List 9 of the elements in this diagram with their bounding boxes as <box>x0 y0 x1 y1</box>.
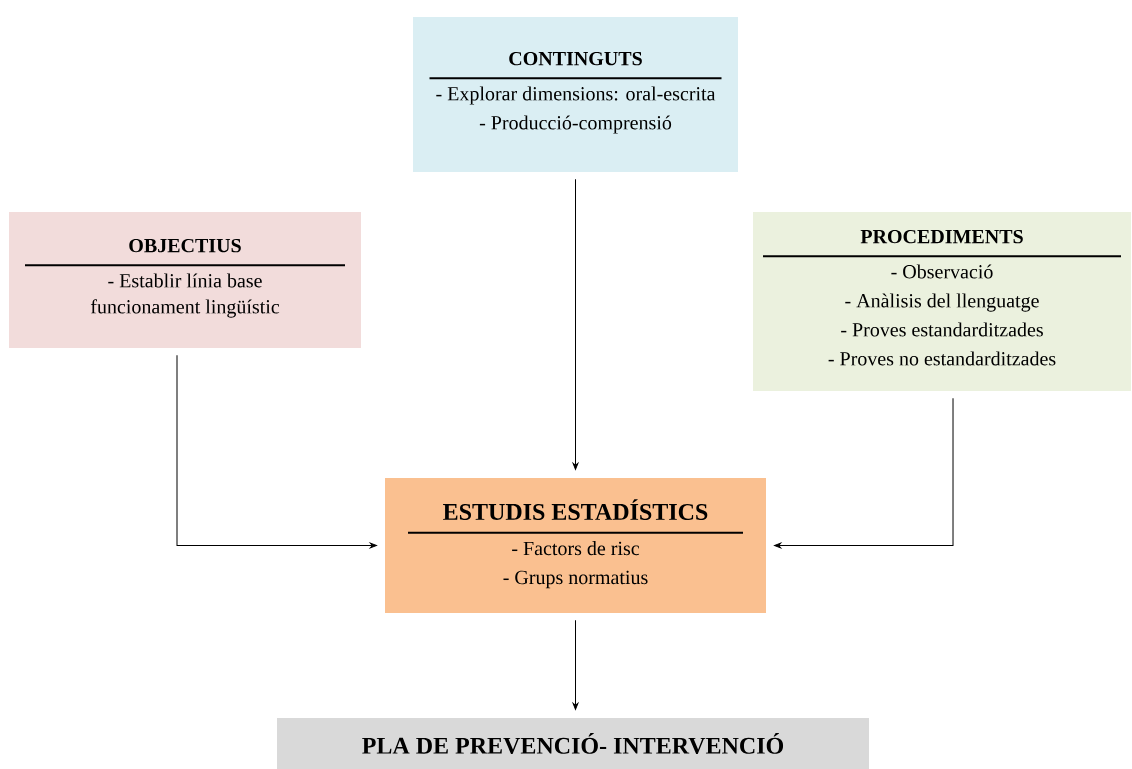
statistics-box: ESTUDIS ESTADÍSTICS - Factors de risc - Grups normatius <box>385 478 766 613</box>
plan-box: PLA DE PREVENCIÓ- INTERVENCIÓ <box>277 718 869 769</box>
arrow <box>572 178 579 470</box>
arrow <box>774 397 954 549</box>
arrow <box>572 619 579 710</box>
procedure-box: PROCEDIMENTS - Observació - Anàlisis del llenguatge - Proves estandarditzades - Proves no estandarditzades <box>753 212 1131 391</box>
objective-box: OBJECTIUS - Establir línia base funcionament lingüístic <box>9 212 361 348</box>
arrow <box>176 354 377 549</box>
content-box: CONTINGUTS - Explorar dimensions: oral-escrita - Producció-comprensió <box>413 17 738 172</box>
